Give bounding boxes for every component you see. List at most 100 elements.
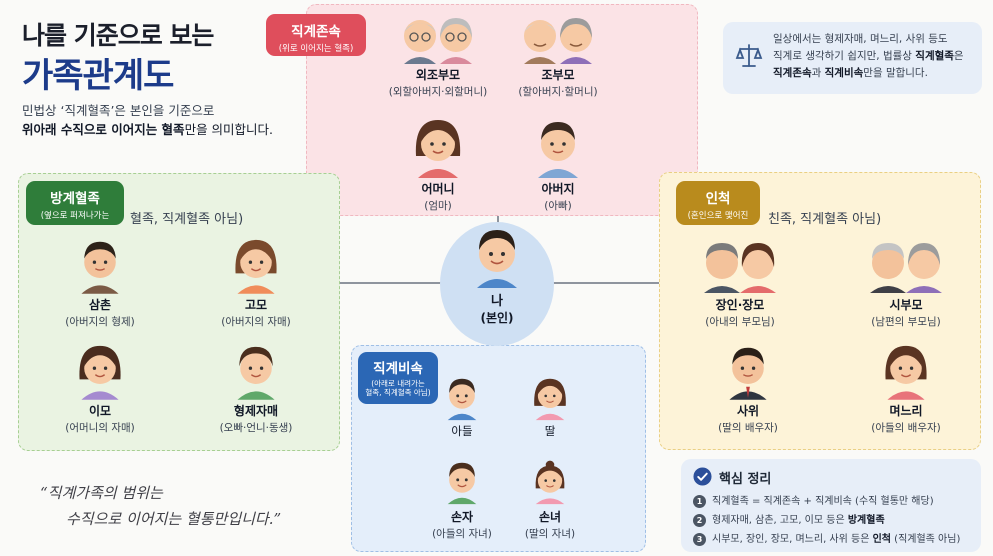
person-paternal-grandparents: 조부모 (할아버지·할머니) [498, 12, 618, 99]
ascendants-badge: 직계존속 (위로 이어지는 혈족) [266, 14, 366, 56]
info-line2: 직계로 생각하기 쉽지만, 법률상 직계혈족은 [773, 48, 964, 65]
me-avatar-icon [477, 230, 517, 288]
descendants-title: 직계비속 [373, 361, 423, 377]
wife-parents-name: 장인·장모 [715, 298, 765, 312]
husband-parents-name: 시부모 [889, 298, 923, 312]
in-laws-note: 친족, 직계혈족 아님) [768, 212, 882, 227]
info-box: 일상에서는 형제자매, 며느리, 사위 등도 직계로 생각하기 쉽지만, 법률상… [723, 22, 982, 94]
granddaughter-sub: (딸의 자녀) [524, 528, 576, 540]
ascendants-panel [306, 4, 698, 216]
person-son: 아들 [402, 374, 522, 439]
person-daughter-in-law: 며느리 (아들의 배우자) [846, 342, 966, 435]
summary-num-1: 1 [693, 495, 706, 508]
summary-item-3-bold: 인척 [872, 534, 891, 545]
uncle-avatar-icon [81, 241, 119, 294]
me-sub: (본인) [480, 311, 514, 325]
wife-parents-sub: (아내의 부모님) [705, 316, 775, 328]
daughter-in-law-avatar-icon [885, 345, 927, 400]
daughter-in-law-sub: (아들의 배우자) [871, 422, 941, 434]
info-line3-b2: 직계비속 [824, 67, 864, 79]
quote-line2: 수직으로 이어지는 혈통만입니다.” [66, 510, 282, 528]
summary-title: 핵심 정리 [719, 472, 772, 487]
intro-rest: 만을 의미합니다. [184, 122, 274, 137]
maternal-grandparents-name: 외조부모 [415, 68, 461, 82]
summary-item-2-text: 형제자매, 삼촌, 고모, 이모 등은 [712, 515, 848, 526]
person-grandson: 손자 (아들의 자녀) [402, 458, 522, 541]
person-siblings: 형제자매 (오빠·언니·동생) [196, 342, 316, 435]
collateral-badge: 방계혈족 (옆으로 퍼져나가는 [26, 181, 124, 225]
intro-bold: 위아래 수직으로 이어지는 혈족 [22, 122, 185, 137]
scales-icon [735, 44, 763, 67]
intro-line2: 위아래 수직으로 이어지는 혈족만을 의미합니다. [22, 119, 273, 138]
person-uncle: 삼촌 (아버지의 형제) [40, 236, 160, 329]
ascendants-subtitle: (위로 이어지는 혈족) [278, 44, 354, 54]
collateral-note: 혈족, 직계혈족 아님) [130, 212, 244, 227]
summary-num-3: 3 [693, 533, 706, 546]
person-granddaughter: 손녀 (딸의 자녀) [490, 458, 610, 541]
grandson-name: 손자 [450, 510, 474, 524]
collateral-subtitle: (옆으로 퍼져나가는 [40, 211, 110, 221]
paternal-grandparents-name: 조부모 [541, 68, 575, 82]
info-line3: 직계존속과 직계비속만을 말합니다. [773, 65, 964, 82]
father-sub: (아빠) [544, 200, 572, 212]
maternal-grandparents-sub: (외할아버지·외할머니) [388, 86, 488, 98]
grandparents-couple-icon [404, 18, 472, 64]
person-wife-parents: 장인·장모 (아내의 부모님) [680, 236, 800, 329]
in-laws-badge: 인척 (혼인으로 맺어진 [676, 181, 760, 225]
grandson-avatar-icon [447, 462, 477, 505]
summary-item-1-text: 직계혈족 = 직계존속 + 직계비속 (수직 혈통만 해당) [712, 496, 934, 507]
me-name: 나 [491, 294, 503, 309]
summary-item-1: 1 직계혈족 = 직계존속 + 직계비속 (수직 혈통만 해당) [693, 492, 934, 508]
son-in-law-name: 사위 [736, 404, 760, 418]
summary-item-3-post: (직계혈족 아님) [891, 534, 961, 545]
paternal-aunt-sub: (아버지의 자매) [221, 316, 291, 328]
siblings-avatar-icon [237, 346, 275, 400]
son-in-law-sub: (딸의 배우자) [718, 422, 778, 434]
granddaughter-name: 손녀 [538, 510, 562, 524]
grandson-sub: (아들의 자녀) [432, 528, 492, 540]
summary-item-2-bold: 방계혈족 [847, 515, 885, 526]
father-name: 아버지 [541, 182, 575, 196]
couple-avatar-icon [870, 243, 942, 293]
person-maternal-grandparents: 외조부모 (외할아버지·외할머니) [378, 12, 498, 99]
grandparents-couple-icon [524, 18, 592, 64]
info-line3-post: 만을 말합니다. [863, 67, 928, 79]
person-father: 아버지 (아빠) [498, 116, 618, 213]
daughter-in-law-name: 며느리 [889, 404, 923, 418]
mother-name: 어머니 [421, 182, 455, 196]
summary-item-3: 3 시부모, 장인, 장모, 며느리, 사위 등은 인척 (직계혈족 아님) [693, 530, 960, 546]
paternal-grandparents-sub: (할아버지·할머니) [518, 86, 598, 98]
descendants-badge: 직계비속 (아래로 내려가는 혈족, 직계혈족 아님) [358, 352, 438, 404]
ascendants-title: 직계존속 [291, 24, 341, 40]
person-me: 나 (본인) [437, 226, 557, 326]
siblings-sub: (오빠·언니·동생) [219, 422, 293, 434]
descendants-subtitle-2: 혈족, 직계혈족 아님) [365, 388, 431, 397]
person-paternal-aunt: 고모 (아버지의 자매) [196, 236, 316, 329]
summary-num-2: 2 [693, 514, 706, 527]
paternal-aunt-name: 고모 [244, 298, 268, 312]
in-laws-subtitle: (혼인으로 맺어진 [687, 211, 749, 221]
page-title-line2: 가족관계도 [22, 56, 174, 96]
info-line3-b1: 직계존속 [773, 67, 812, 79]
uncle-sub: (아버지의 형제) [65, 316, 135, 328]
son-name: 아들 [451, 424, 473, 438]
person-maternal-aunt: 이모 (어머니의 자매) [40, 342, 160, 435]
maternal-aunt-name: 이모 [88, 404, 112, 418]
maternal-aunt-sub: (어머니의 자매) [65, 422, 135, 434]
info-line2-pre: 직계로 생각하기 쉽지만, 법률상 [773, 50, 916, 62]
info-line2-bold: 직계혈족 [915, 50, 954, 62]
summary-item-3-text: 시부모, 장인, 장모, 며느리, 사위 등은 [712, 534, 873, 545]
daughter-name: 딸 [544, 424, 556, 438]
intro-line1: 민법상 ‘직계혈족’은 본인을 기준으로 [22, 103, 215, 118]
page-title-line1: 나를 기준으로 보는 [22, 21, 214, 50]
person-mother: 어머니 (엄마) [378, 116, 498, 213]
daughter-avatar-icon [534, 378, 566, 421]
uncle-name: 삼촌 [88, 298, 112, 312]
son-avatar-icon [447, 378, 477, 421]
father-avatar-icon [538, 122, 578, 178]
summary-item-2: 2 형제자매, 삼촌, 고모, 이모 등은 방계혈족 [693, 511, 885, 527]
mother-sub: (엄마) [424, 200, 452, 212]
couple-avatar-icon [704, 243, 776, 293]
check-circle-icon [693, 467, 712, 486]
